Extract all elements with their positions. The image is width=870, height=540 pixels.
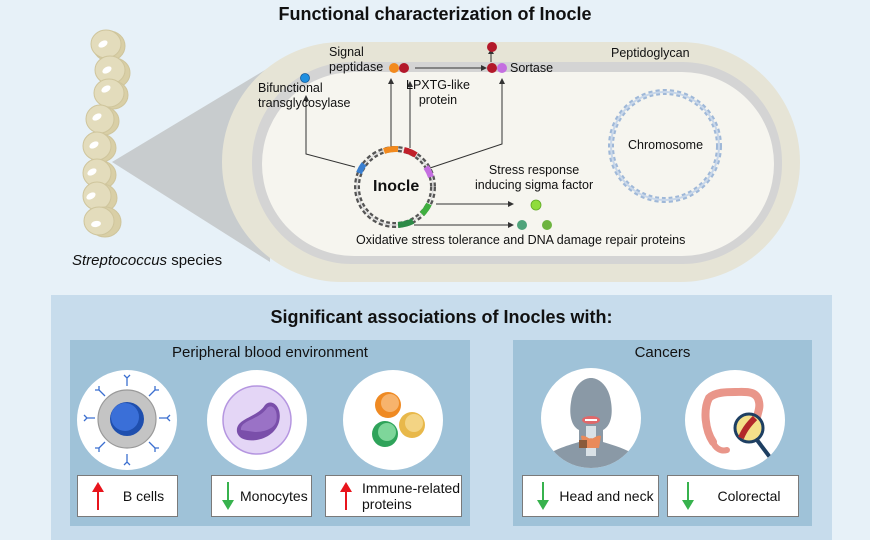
arrow-up-icon <box>86 482 110 510</box>
sortase-icon <box>497 63 507 73</box>
associations-title: Significant associations of Inocles with… <box>270 307 613 327</box>
oxidative-protein-icon <box>517 220 527 230</box>
arrow-down-icon <box>676 482 700 510</box>
bifunctional-transglycosylase-icon <box>300 73 310 83</box>
group-title: Peripheral blood environment <box>172 344 368 361</box>
dna-repair-protein-icon <box>542 220 552 230</box>
lpxtg-protein-icon <box>399 63 409 73</box>
head-neck-result: Head and neck <box>522 475 659 517</box>
cell-diagram <box>82 29 800 282</box>
inocle-plasmid-icon <box>354 145 436 228</box>
colorectal-result: Colorectal <box>667 475 799 517</box>
streptococcus-chain-icon <box>82 29 131 238</box>
arrow-down-icon <box>531 482 555 510</box>
sortase-label: Sortase <box>510 61 554 75</box>
released-protein-icon <box>487 42 497 52</box>
colorectal-icon <box>685 370 785 470</box>
head-neck-icon <box>541 368 641 468</box>
arrow-up-icon <box>334 482 358 510</box>
group-peripheral-blood: Peripheral blood environment <box>70 340 470 526</box>
pathway-arrows <box>305 52 510 226</box>
b-cell-icon <box>77 370 177 470</box>
monocytes-result: Monocytes <box>211 475 312 517</box>
sigma-factor-icon <box>530 199 542 211</box>
cytoplasm <box>262 72 774 256</box>
chromosome-label: Chromosome <box>628 138 704 152</box>
species-label: Streptococcus species <box>72 252 223 269</box>
group-title: Cancers <box>634 344 691 361</box>
oxidative-stress-label: Oxidative stress tolerance and DNA damag… <box>356 233 686 247</box>
inocle-label: Inocle <box>373 178 420 195</box>
peptidoglycan-label: Peptidoglycan <box>611 46 690 60</box>
arrow-down-icon <box>216 482 240 510</box>
group-cancers: Cancers Head and neck Colorectal <box>513 340 812 526</box>
b-cells-result: B cells <box>77 475 178 517</box>
monocyte-icon <box>207 370 307 470</box>
immune-proteins-icon <box>343 370 443 470</box>
zoom-cone <box>112 67 270 262</box>
figure-title: Functional characterization of Inocle <box>278 4 592 24</box>
signal-peptidase-icon <box>389 63 399 73</box>
sortase-bound-protein-icon <box>487 63 497 73</box>
